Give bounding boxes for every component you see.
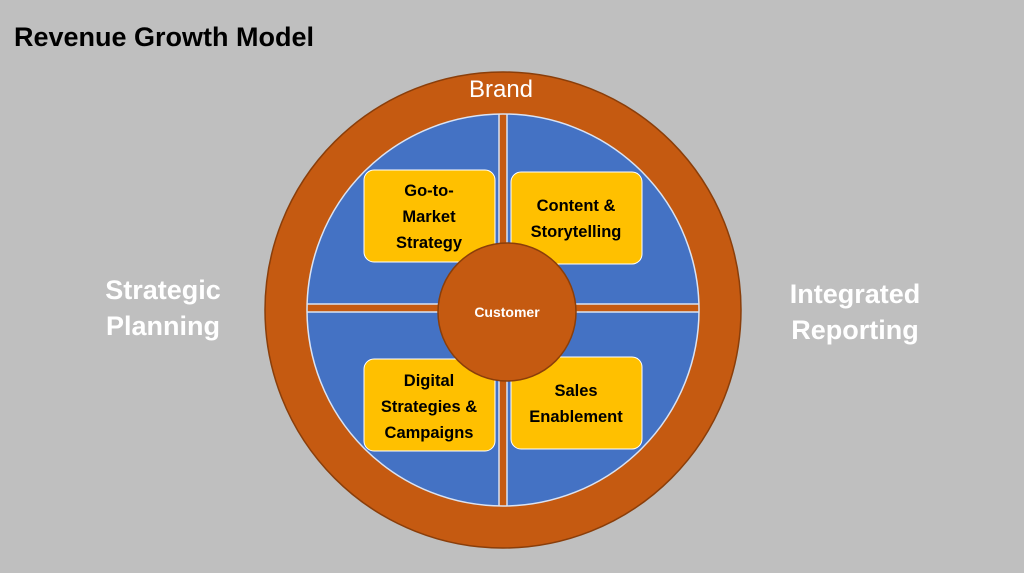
integrated-reporting-label: Integrated Reporting [789,279,921,345]
box-digital-strategies: Digital Strategies & Campaigns [363,358,496,452]
quadrant-outline-top-right [506,114,699,305]
sales-enablement-line-2: Enablement [529,408,623,426]
content-storytelling-line-2: Storytelling [531,223,622,241]
quadrant-outline-bottom-left [307,311,500,506]
diagram-title: Revenue Growth Model [14,22,315,52]
customer-circle [437,242,577,382]
customer-label: Customer [474,304,540,320]
box-go-to-market: Go-to- Market Strategy [363,169,496,263]
quadrant-outline-top-left [307,114,500,305]
go-to-market-line-3: Strategy [396,234,463,252]
go-to-market-line-2: Market [402,208,456,226]
go-to-market-line-1: Go-to- [404,182,453,200]
digital-strategies-line-1: Digital [404,372,454,390]
strategic-planning-label: Strategic Planning [105,275,221,341]
content-storytelling-line-1: Content & [537,197,616,215]
brand-label: Brand [469,76,533,103]
box-content-storytelling: Content & Storytelling [510,171,643,265]
digital-strategies-line-2: Strategies & [381,398,477,416]
quadrant-outline-bottom-right [506,311,699,506]
box-sales-enablement: Sales Enablement [510,356,643,450]
inner-circle-outline [306,113,700,507]
digital-strategies-line-3: Campaigns [385,424,474,442]
sales-enablement-line-1: Sales [554,382,597,400]
